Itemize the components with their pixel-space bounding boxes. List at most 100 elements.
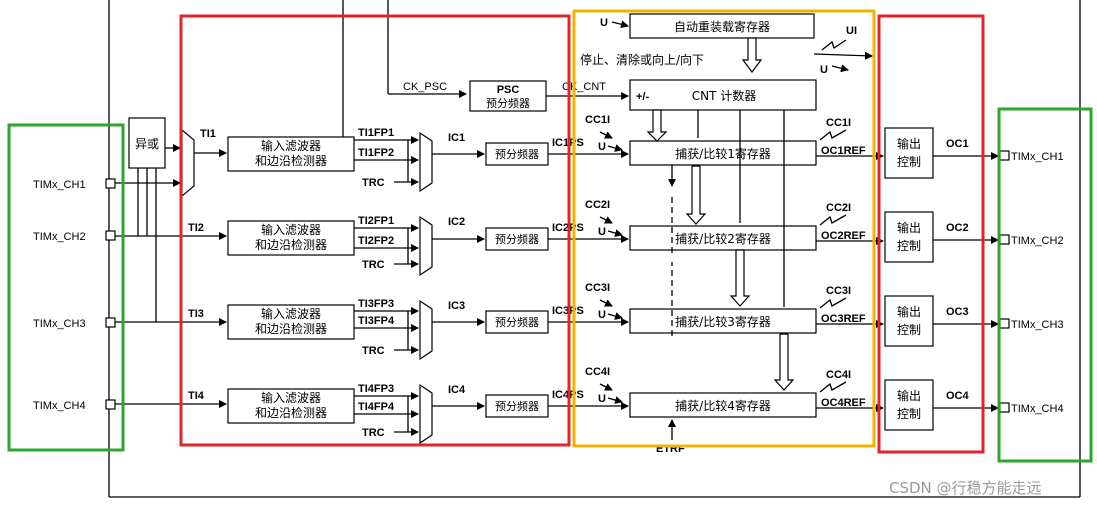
pin-label-ch4: TIMx_CH4 bbox=[33, 400, 86, 412]
output-pins-highlight-box bbox=[997, 107, 1093, 463]
out-pin-label-1: TIMx_CH1 bbox=[1011, 151, 1064, 163]
ti2-label: TI2 bbox=[188, 222, 204, 234]
output-control-label-1: 输出 bbox=[897, 136, 921, 151]
output-control-label-3: 输出 bbox=[897, 304, 921, 319]
u-arrow-ccr-3 bbox=[607, 312, 623, 320]
capture-compare-label-2: 捕获/比较2寄存器 bbox=[675, 231, 771, 246]
input-filter-label-4: 输入滤波器 bbox=[261, 390, 321, 405]
out-pin-square-3 bbox=[999, 318, 1010, 329]
input-filter-block-2 bbox=[227, 220, 355, 256]
input-filter-block-4 bbox=[227, 388, 355, 424]
ch1-input-mux bbox=[181, 128, 195, 198]
ocref-label-2: OC2REF bbox=[821, 230, 866, 242]
auto-reload-register bbox=[629, 13, 815, 39]
u-label-ccr-4: U bbox=[598, 393, 606, 405]
out-pin-label-4: TIMx_CH4 bbox=[1011, 403, 1064, 415]
trc-label-2: TRC bbox=[362, 259, 385, 271]
capture-compare-register-1 bbox=[629, 140, 817, 166]
capture-compare-label-1: 捕获/比较1寄存器 bbox=[675, 146, 771, 161]
output-control-sub-label-3: 控制 bbox=[897, 323, 921, 337]
u-arrow-ccr-1 bbox=[607, 144, 623, 152]
ic-mux-2 bbox=[419, 215, 433, 277]
psc-sub-label: 预分频器 bbox=[486, 96, 530, 110]
auto-reload-register-label: 自动重装载寄存器 bbox=[674, 19, 770, 34]
out-pin-label-3: TIMx_CH3 bbox=[1011, 319, 1064, 331]
ccxi-right-label-2: CC2I bbox=[826, 202, 851, 214]
tifp-a-label-4: TI4FP3 bbox=[358, 383, 394, 395]
output-control-label-2: 输出 bbox=[897, 220, 921, 235]
ccr2-to-ccr3-arrow bbox=[729, 249, 751, 307]
output-control-sub-label-1: 控制 bbox=[897, 155, 921, 169]
tifp-a-label-2: TI2FP1 bbox=[358, 215, 394, 227]
oc-label-1: OC1 bbox=[946, 138, 969, 150]
arr-to-cnt-arrow bbox=[741, 37, 763, 73]
tifp-a-label-1: TI1FP1 bbox=[358, 127, 394, 139]
ic-prescaler-label-4: 预分频器 bbox=[495, 399, 539, 413]
ccxi-right-label-3: CC3I bbox=[826, 285, 851, 297]
output-control-label-4: 输出 bbox=[897, 388, 921, 403]
ic-label-4: IC4 bbox=[448, 384, 466, 396]
oc-label-2: OC2 bbox=[946, 222, 969, 234]
ocref-label-4: OC4REF bbox=[821, 397, 866, 409]
out-pin-square-4 bbox=[999, 402, 1010, 413]
ocref-label-3: OC3REF bbox=[821, 313, 866, 325]
u-arrow-top bbox=[611, 20, 629, 29]
out-pin-label-2: TIMx_CH2 bbox=[1011, 235, 1064, 247]
cnt-to-ccr1-arrow bbox=[646, 109, 668, 142]
ic-label-1: IC1 bbox=[448, 132, 465, 144]
ic-prescaler-label-1: 预分频器 bbox=[495, 147, 539, 161]
pin-label-ch2: TIMx_CH2 bbox=[33, 231, 86, 243]
pin-square-ch1 bbox=[105, 178, 116, 189]
ui-line bbox=[813, 51, 873, 60]
tifp-b-label-2: TI2FP2 bbox=[358, 235, 394, 247]
trc-label-4: TRC bbox=[362, 427, 385, 439]
ocref-label-1: OC1REF bbox=[821, 145, 866, 157]
input-filter-sub-label-4: 和边沿检测器 bbox=[255, 405, 327, 420]
ccxi-label-1: CC1I bbox=[585, 114, 610, 126]
input-filter-label-2: 输入滤波器 bbox=[261, 222, 321, 237]
capture-compare-label-4: 捕获/比较4寄存器 bbox=[675, 398, 771, 413]
psc-prescaler-block bbox=[469, 80, 547, 112]
pin-square-ch3 bbox=[105, 317, 116, 328]
input-filter-sub-label-3: 和边沿检测器 bbox=[255, 321, 327, 336]
u-label-ccr-2: U bbox=[598, 226, 606, 238]
pin-group: TIMx_CH1 TIMx_CH2 TIMx_CH3 TIMx_CH4 bbox=[33, 178, 116, 412]
out-pin-square-2 bbox=[999, 234, 1010, 245]
ccxi-label-4: CC4I bbox=[585, 366, 610, 378]
tifp-a-label-3: TI3FP3 bbox=[358, 298, 394, 310]
trc-label-3: TRC bbox=[362, 345, 385, 357]
ui-signal-zigzag bbox=[821, 39, 847, 51]
output-control-highlight-box bbox=[877, 14, 985, 454]
pin-label-ch3: TIMx_CH3 bbox=[33, 318, 86, 330]
cnt-counter-label: CNT 计数器 bbox=[692, 88, 757, 103]
output-control-block-1 bbox=[884, 127, 934, 179]
out-pin-square-1 bbox=[999, 150, 1010, 161]
pin-square-ch4 bbox=[105, 399, 116, 410]
u-label-ccr-1: U bbox=[598, 141, 606, 153]
ccxi-label-3: CC3I bbox=[585, 282, 610, 294]
pins-highlight-box bbox=[7, 123, 125, 452]
ccxi-arrow-4 bbox=[599, 383, 613, 391]
tifp-b-label-4: TI4FP4 bbox=[358, 401, 395, 413]
ccr3-to-ccr4-arrow bbox=[773, 333, 795, 391]
watermark: CSDN @行稳方能走远 bbox=[889, 479, 1042, 497]
capture-compare-register-4 bbox=[629, 392, 817, 418]
ccxi-signal-zigzag-2 bbox=[819, 214, 847, 226]
ic-prescaler-label-3: 预分频器 bbox=[495, 315, 539, 329]
capture-compare-register-2 bbox=[629, 225, 817, 251]
input-stage-highlight-box bbox=[179, 14, 571, 447]
psc-label: PSC bbox=[497, 84, 520, 96]
ccxi-arrow-3 bbox=[599, 299, 613, 307]
ck-psc-label: CK_PSC bbox=[403, 81, 447, 93]
input-filter-sub-label-1: 和边沿检测器 bbox=[255, 153, 327, 168]
pin-label-ch1: TIMx_CH1 bbox=[33, 179, 86, 191]
output-control-block-2 bbox=[884, 211, 934, 263]
input-filter-label-3: 输入滤波器 bbox=[261, 306, 321, 321]
ic-mux-4 bbox=[419, 383, 433, 445]
ic-mux-3 bbox=[419, 299, 433, 361]
output-control-block-3 bbox=[884, 295, 934, 347]
ccxi-arrow-1 bbox=[599, 131, 613, 139]
capture-compare-label-3: 捕获/比较3寄存器 bbox=[675, 314, 771, 329]
ccxi-signal-zigzag-4 bbox=[819, 381, 847, 393]
